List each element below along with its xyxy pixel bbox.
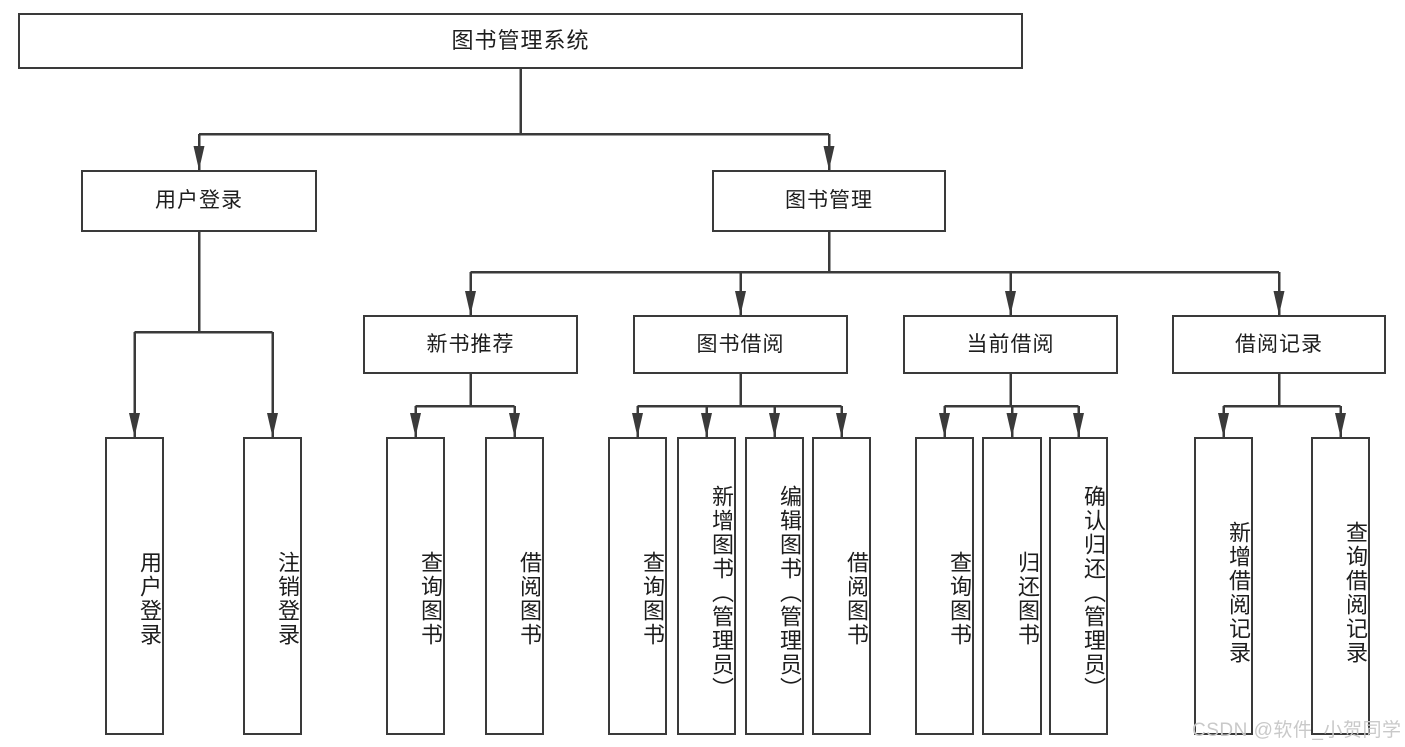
node-leaf-user-login: 用户登录 xyxy=(105,437,164,735)
node-leaf-logout: 注销登录 xyxy=(243,437,302,735)
node-label: 借阅图书 xyxy=(844,551,869,647)
arrowhead xyxy=(701,413,712,437)
node-label: 用户登录 xyxy=(137,551,162,647)
node-label: 用户登录 xyxy=(155,189,243,213)
node-label: 查询图书 xyxy=(947,551,972,647)
node-label: 归还图书 xyxy=(1015,551,1040,647)
node-label: 借阅图书 xyxy=(517,551,542,647)
node-label: 图书管理系统 xyxy=(451,27,590,53)
node-label: 确认归还（管理员） xyxy=(1081,485,1106,701)
node-root: 图书管理系统 xyxy=(18,13,1023,69)
node-user-login: 用户登录 xyxy=(81,170,317,232)
arrowhead xyxy=(632,413,643,437)
node-book-borrow: 图书借阅 xyxy=(633,315,848,374)
node-leaf-query-record: 查询借阅记录 xyxy=(1311,437,1370,735)
node-label: 图书借阅 xyxy=(696,332,785,356)
arrowhead xyxy=(836,413,847,437)
arrowhead xyxy=(823,146,835,170)
node-label: 编辑图书（管理员） xyxy=(777,485,802,701)
node-label: 借阅记录 xyxy=(1235,332,1323,356)
arrowhead xyxy=(1335,413,1346,437)
node-label: 新增图书（管理员） xyxy=(709,485,734,701)
node-label: 查询图书 xyxy=(418,551,443,647)
node-leaf-borrow-book-1: 借阅图书 xyxy=(485,437,544,735)
node-leaf-confirm-return: 确认归还（管理员） xyxy=(1049,437,1108,735)
node-leaf-return-book: 归还图书 xyxy=(982,437,1042,735)
arrowhead xyxy=(1006,413,1018,437)
arrowhead xyxy=(769,413,780,437)
arrowhead xyxy=(193,146,205,170)
arrowhead xyxy=(267,413,278,437)
arrowhead xyxy=(465,291,476,315)
node-new-book-rec: 新书推荐 xyxy=(363,315,578,374)
arrowhead xyxy=(129,413,140,437)
arrowhead xyxy=(939,413,950,437)
node-leaf-query-book-2: 查询图书 xyxy=(608,437,667,735)
node-label: 注销登录 xyxy=(275,551,300,647)
node-borrow-record: 借阅记录 xyxy=(1172,315,1386,374)
arrowhead xyxy=(1273,291,1285,315)
node-label: 当前借阅 xyxy=(966,332,1055,356)
node-leaf-add-book: 新增图书（管理员） xyxy=(677,437,736,735)
arrowhead xyxy=(1073,413,1084,437)
node-label: 图书管理 xyxy=(785,189,873,213)
node-label: 新增借阅记录 xyxy=(1226,521,1251,665)
node-label: 查询图书 xyxy=(640,551,665,647)
arrowhead xyxy=(509,413,520,437)
node-label: 新书推荐 xyxy=(426,332,515,356)
arrowhead xyxy=(735,291,746,315)
arrowhead xyxy=(410,413,421,437)
watermark: CSDN @软件_小贺同学 xyxy=(1192,720,1402,741)
arrowhead xyxy=(1218,413,1229,437)
arrowhead xyxy=(1005,291,1016,315)
node-leaf-borrow-book-2: 借阅图书 xyxy=(812,437,871,735)
node-leaf-query-book-1: 查询图书 xyxy=(386,437,445,735)
node-leaf-edit-book: 编辑图书（管理员） xyxy=(745,437,804,735)
node-leaf-query-book-3: 查询图书 xyxy=(915,437,974,735)
node-current-borrow: 当前借阅 xyxy=(903,315,1118,374)
node-label: 查询借阅记录 xyxy=(1343,521,1368,665)
node-book-manage: 图书管理 xyxy=(712,170,946,232)
node-leaf-add-record: 新增借阅记录 xyxy=(1194,437,1253,735)
